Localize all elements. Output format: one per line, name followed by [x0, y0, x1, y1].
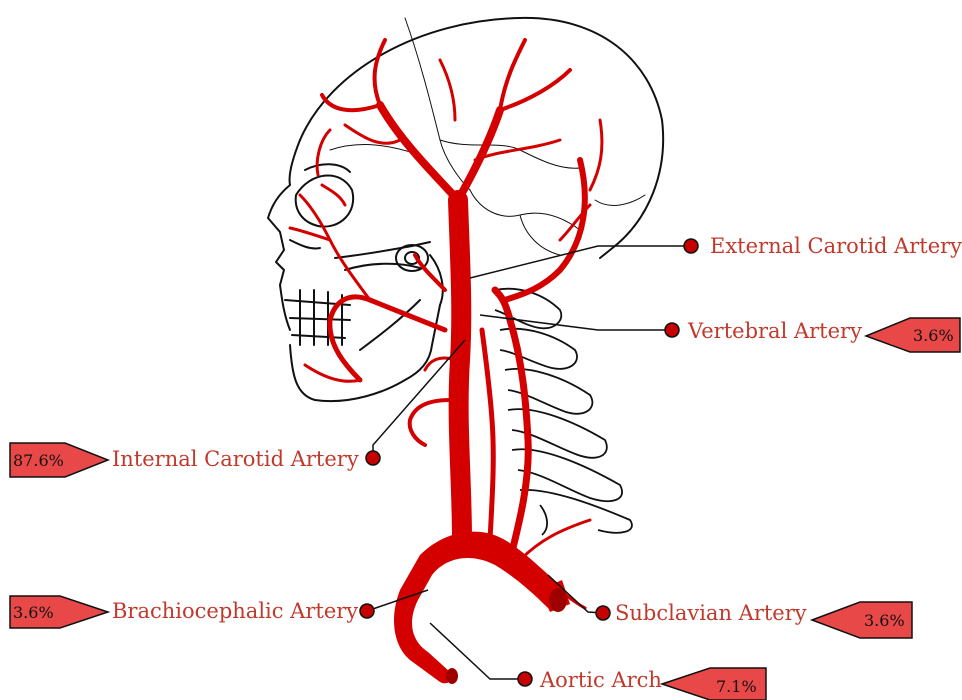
brachiocephalic-percent-badge: 3.6%	[10, 596, 108, 628]
internal-carotid-percent-badge: 87.6%	[10, 443, 108, 477]
aortic-arch-dot	[518, 672, 532, 686]
internal-carotid-label: Internal Carotid Artery	[112, 447, 359, 471]
subclavian-percent-badge: 3.6%	[812, 602, 912, 638]
vertebral-percent: 3.6%	[913, 326, 954, 345]
aortic-arch-percent-badge: 7.1%	[662, 668, 766, 700]
subclavian-label: Subclavian Artery	[615, 601, 807, 625]
external-carotid-dot	[684, 239, 698, 253]
vertebral-percent-badge: 3.6%	[866, 318, 960, 352]
percent-badges: 3.6% 87.6% 3.6% 3.6% 7.1%	[10, 318, 960, 700]
brachiocephalic-label: Brachiocephalic Artery	[112, 599, 358, 623]
vertebral-label: Vertebral Artery	[687, 319, 862, 343]
vertebral-dot	[665, 323, 679, 337]
internal-carotid-artery	[458, 200, 462, 540]
aortic-arch-percent: 7.1%	[716, 677, 757, 696]
subclavian-dot	[596, 606, 610, 620]
aortic-arch-label: Aortic Arch	[539, 668, 662, 692]
aortic-arch-vessel	[394, 532, 565, 684]
vertebral-artery	[495, 290, 528, 560]
subclavian-percent: 3.6%	[864, 611, 905, 630]
internal-carotid-dot	[366, 451, 380, 465]
external-carotid-leader	[470, 246, 690, 278]
internal-carotid-percent: 87.6%	[13, 451, 64, 470]
brachiocephalic-dot	[360, 604, 374, 618]
aortic-vessels	[394, 532, 570, 684]
external-carotid-label: External Carotid Artery	[710, 234, 962, 258]
brachiocephalic-percent: 3.6%	[13, 603, 54, 622]
